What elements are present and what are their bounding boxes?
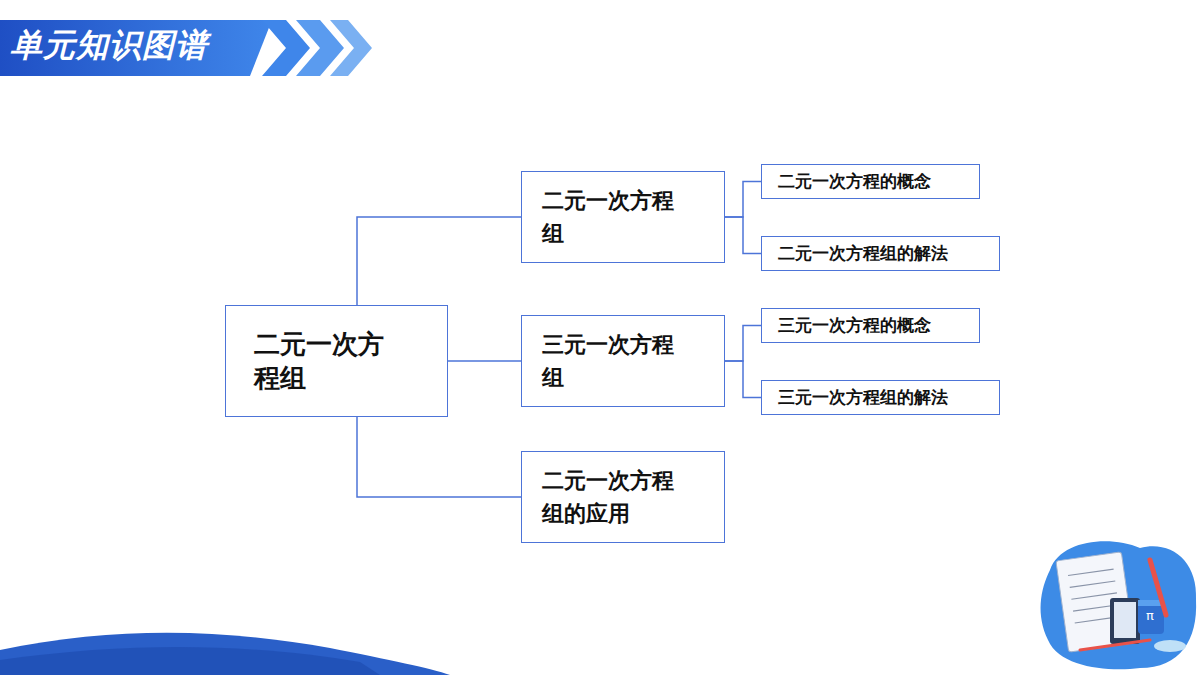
box-text: 二元一次方程组的解法 <box>762 243 964 263</box>
box-text: 三元一次方程的概念 <box>762 315 947 335</box>
topic-box: 二元一次方程的概念 <box>761 164 980 199</box>
branch-box: 二元一次方程组的应用 <box>521 451 725 543</box>
tree-connector <box>448 360 521 362</box>
tree-connector <box>725 326 761 362</box>
box-text: 二元一次方程组的应用 <box>522 464 681 530</box>
chevron <box>330 20 372 76</box>
page-title: 单元知识图谱 <box>10 24 208 68</box>
box-text: 二元一次方程的概念 <box>762 171 947 191</box>
box-text: 二元一次方程组 <box>226 327 392 396</box>
topic-box: 二元一次方程组的解法 <box>761 236 1000 271</box>
branch-box: 二元一次方程组 <box>521 171 725 263</box>
tree-connector <box>357 217 521 305</box>
tree-connector <box>725 361 761 398</box>
tree-connector <box>357 417 521 497</box>
topic-box: 三元一次方程的概念 <box>761 308 980 343</box>
tree-connector <box>725 217 761 254</box>
chevron <box>262 20 310 76</box>
box-text: 三元一次方程组 <box>522 328 681 394</box>
root-box: 二元一次方程组 <box>225 305 448 417</box>
box-text: 二元一次方程组 <box>522 184 681 250</box>
chevron <box>296 20 344 76</box>
symbol-label: π <box>1146 608 1154 623</box>
box-text: 三元一次方程组的解法 <box>762 387 964 407</box>
branch-box: 三元一次方程组 <box>521 315 725 407</box>
tree-connector <box>725 182 761 218</box>
bottom-wave <box>0 633 450 675</box>
bottom-wave <box>0 647 380 675</box>
title-banner <box>0 20 272 76</box>
topic-box: 三元一次方程组的解法 <box>761 380 1000 415</box>
study-illustration <box>1041 541 1197 669</box>
